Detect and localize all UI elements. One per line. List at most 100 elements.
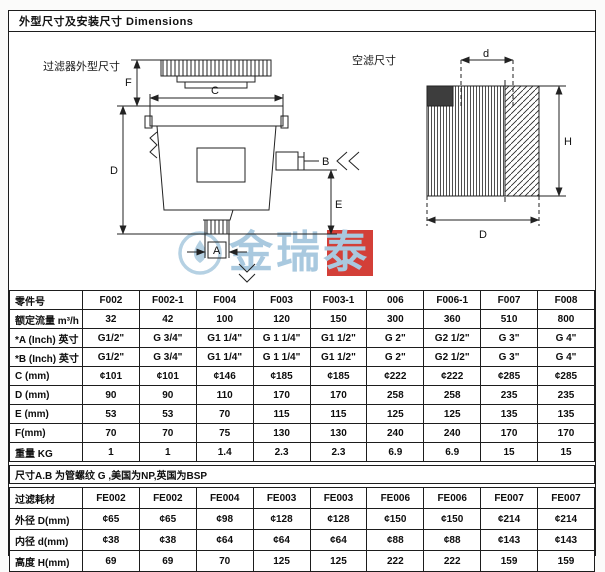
value-cell: ¢185 [309,366,368,386]
dim-label-H: H [564,136,572,148]
value-cell: G 3" [480,347,538,367]
dim-label-E: E [335,199,342,211]
value-cell: 6.9 [423,442,482,462]
value-cell: G1 1/2" [309,328,368,348]
value-cell: 130 [252,423,311,443]
row-label-cell: 重量 KG [9,442,83,462]
value-cell: G2 1/2" [423,347,482,367]
value-cell: FE003 [309,487,368,509]
value-cell: ¢214 [480,508,538,530]
value-cell: 300 [366,309,425,329]
value-cell: G 3/4" [138,328,197,348]
value-cell: ¢64 [309,529,368,551]
value-cell: 240 [423,423,482,443]
value-cell: 70 [195,404,254,424]
value-cell: ¢65 [82,508,140,530]
dim-label-A: A [213,245,221,257]
model-header-cell: F003-1 [309,290,368,310]
value-cell: G 2" [366,328,425,348]
value-cell: FE006 [366,487,425,509]
model-header-cell: F002 [82,290,140,310]
value-cell: FE007 [537,487,595,509]
watermark-red-stamp [327,230,373,276]
consumable-table-row: 内径 d(mm)¢38¢38¢64¢64¢64¢88¢88¢143¢143 [9,529,595,551]
value-cell: G 4" [537,328,595,348]
model-header-cell: F003 [252,290,311,310]
note-row: 尺寸A.B 为管螺纹 G ,美国为NP,英国为BSP [9,465,595,484]
value-cell: 2.3 [309,442,368,462]
row-label-cell: 外径 D(mm) [9,508,83,530]
value-cell: G1 1/2" [309,347,368,367]
value-cell: 235 [480,385,538,405]
value-cell: 75 [195,423,254,443]
value-cell: 170 [480,423,538,443]
value-cell: ¢222 [366,366,425,386]
filter-element-drawing: d H D [426,48,572,241]
value-cell: G 1 1/4" [252,328,311,348]
value-cell: G2 1/2" [423,328,482,348]
value-cell: G 3" [480,328,538,348]
value-cell: ¢64 [195,529,254,551]
value-cell: 6.9 [366,442,425,462]
value-cell: ¢38 [138,529,197,551]
value-cell: 800 [537,309,595,329]
row-label-cell: C (mm) [9,366,83,386]
thread-standard-note: 尺寸A.B 为管螺纹 G ,美国为NP,英国为BSP [9,465,595,484]
dim-label-D-element: D [479,229,487,241]
value-cell: 15 [480,442,538,462]
value-cell: ¢128 [309,508,368,530]
value-cell: ¢38 [82,529,140,551]
value-cell: 110 [195,385,254,405]
value-cell: 125 [423,404,482,424]
value-cell: G1 1/4" [195,347,254,367]
value-cell: 125 [366,404,425,424]
row-label-cell: 过滤耗材 [9,487,83,509]
row-label-cell: 额定流量 m³/h [9,309,83,329]
row-label-cell: 内径 d(mm) [9,529,83,551]
value-cell: 125 [309,550,368,572]
filter-drawing-label: 过滤器外型尺寸 [43,61,120,73]
value-cell: 235 [537,385,595,405]
value-cell: ¢146 [195,366,254,386]
dim-label-D: D [110,165,118,177]
model-header-cell: F006-1 [423,290,482,310]
value-cell: ¢128 [252,508,311,530]
consumable-table-row: 外径 D(mm)¢65¢65¢98¢128¢128¢150¢150¢214¢21… [9,508,595,530]
value-cell: ¢285 [537,366,595,386]
row-label-cell: *B (Inch) 英寸 [9,347,83,367]
value-cell: ¢150 [423,508,482,530]
row-label-cell: D (mm) [9,385,83,405]
value-cell: 90 [138,385,197,405]
value-cell: ¢185 [252,366,311,386]
row-label-cell: 高度 H(mm) [9,550,83,572]
value-cell: G1 1/4" [195,328,254,348]
dim-label-B: B [322,156,329,168]
value-cell: FE007 [480,487,538,509]
section-title: 外型尺寸及安装尺寸 Dimensions [19,16,194,28]
value-cell: ¢285 [480,366,538,386]
element-drawing-label: 空滤尺寸 [352,55,396,67]
model-header-cell: F008 [537,290,595,310]
value-cell: ¢101 [82,366,140,386]
dim-label-C: C [211,85,219,97]
value-cell: FE006 [423,487,482,509]
value-cell: 120 [252,309,311,329]
value-cell: 2.3 [252,442,311,462]
value-cell: G1/2" [82,347,140,367]
value-cell: G 1 1/4" [252,347,311,367]
value-cell: ¢143 [537,529,595,551]
value-cell: 15 [537,442,595,462]
value-cell: ¢88 [423,529,482,551]
value-cell: 100 [195,309,254,329]
value-cell: 510 [480,309,538,329]
value-cell: FE002 [138,487,197,509]
value-cell: 170 [252,385,311,405]
row-label-cell: *A (Inch) 英寸 [9,328,83,348]
value-cell: 130 [309,423,368,443]
